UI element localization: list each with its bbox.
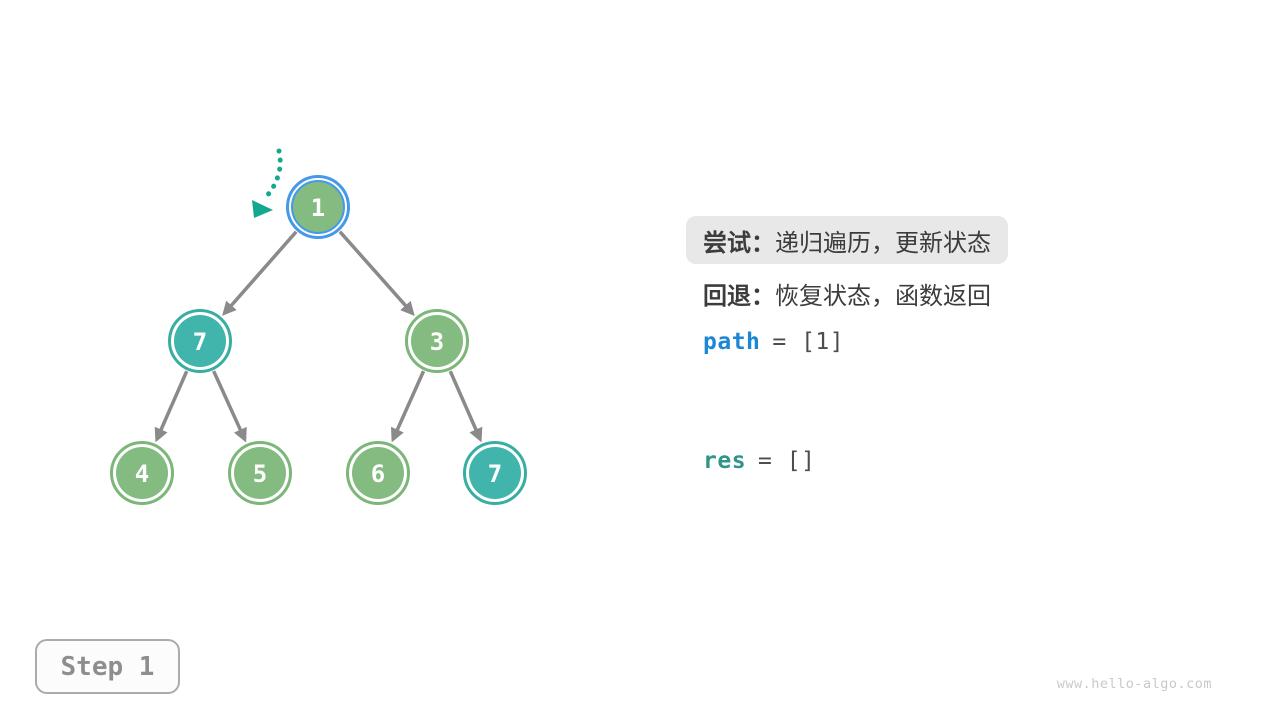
try-note-text: 递归遍历，更新状态 [775,229,991,257]
try-note-label: 尝试： [703,229,775,257]
tree-node-value: 4 [135,460,149,488]
tree-edge [448,370,483,443]
try-note: 尝试：递归遍历，更新状态 [686,216,1008,264]
tree-node-3: 3 [405,309,469,373]
tree-node-7: 7 [463,441,527,505]
current-pointer-arrowhead-icon [252,200,273,218]
backtrack-note-text: 恢复状态，函数返回 [775,283,991,310]
tree-node-1: 1 [286,175,350,239]
tree-edge [390,370,426,443]
tree-node-value: 7 [488,460,502,488]
path-variable-name: path [703,329,761,355]
res-variable: res = [] [703,448,815,474]
tree-node-value: 6 [371,460,385,488]
tree-edge [154,370,189,443]
tree-node-value: 5 [253,460,267,488]
watermark: www.hello-algo.com [1056,676,1212,692]
tree-node-6: 6 [346,441,410,505]
step-badge: Step 1 [35,639,180,694]
tree-node-7: 7 [168,309,232,373]
tree-node-value: 3 [430,328,444,356]
backtrack-note-label: 回退： [703,283,775,310]
step-badge-label: Step 1 [60,651,155,682]
res-variable-value: = [] [758,448,816,474]
path-variable-value: = [1] [772,329,845,355]
backtrack-note: 回退：恢复状态，函数返回 [703,276,991,311]
tree-node-value: 7 [193,328,207,356]
tree-node-5: 5 [228,441,292,505]
tree-edge [212,370,247,443]
path-variable: path = [1] [703,329,844,355]
tree-edge [222,230,298,316]
res-variable-name: res [703,448,747,474]
tree-node-4: 4 [110,441,174,505]
tree-edge [338,230,415,316]
current-pointer-dotted-line [261,148,283,202]
tree-node-value: 1 [311,194,325,222]
